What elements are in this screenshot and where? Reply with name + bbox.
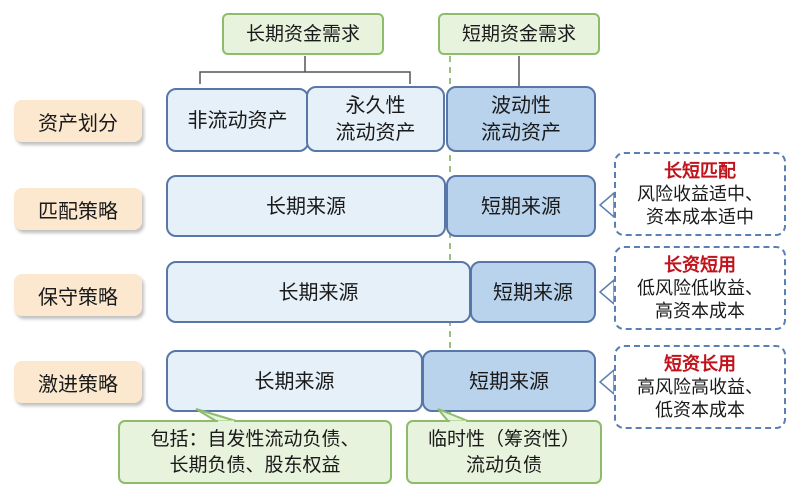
permanent-current-line-1: 永久性 xyxy=(345,93,406,117)
conservative-short-source-box: 短期来源 xyxy=(470,261,596,323)
temporary-callout-line-1: 临时性（筹资性） xyxy=(427,428,580,450)
long-term-demand-label: 长期资金需求 xyxy=(222,13,384,55)
aggressive-note: 短资长用 高风险高收益、 低资本成本 xyxy=(614,345,786,429)
aggressive-note-line-1: 高风险高收益、 xyxy=(637,376,763,398)
aggressive-note-title: 短资长用 xyxy=(664,353,736,375)
row-label-matching: 匹配策略 xyxy=(14,188,142,230)
row-label-conservative: 保守策略 xyxy=(14,274,142,316)
matching-short-source-box: 短期来源 xyxy=(446,175,596,237)
fluctuating-current-assets-box: 波动性 流动资产 xyxy=(446,86,596,152)
fluctuating-current-line-2: 流动资产 xyxy=(481,120,561,144)
long-source-callout: 包括：自发性流动负债、 长期负债、股东权益 xyxy=(118,420,392,484)
conservative-note-line-2: 高资本成本 xyxy=(655,300,745,322)
long-callout-pointer xyxy=(195,408,237,422)
permanent-current-line-2: 流动资产 xyxy=(335,120,416,144)
matching-long-source-box: 长期来源 xyxy=(166,175,446,237)
conservative-note-title: 长资短用 xyxy=(664,254,736,276)
long-term-brace xyxy=(199,56,411,84)
conservative-note: 长资短用 低风险低收益、 高资本成本 xyxy=(614,246,786,330)
aggressive-short-source-box: 短期来源 xyxy=(422,350,596,412)
aggressive-long-source-box: 长期来源 xyxy=(166,350,423,412)
long-source-callout-line-1: 包括：自发性流动负债、 xyxy=(150,428,360,450)
aggressive-note-line-2: 低资本成本 xyxy=(655,399,745,421)
matching-note-line-1: 风险收益适中、 xyxy=(637,183,763,205)
temporary-callout-line-2: 流动负债 xyxy=(465,454,542,476)
temporary-callout-pointer xyxy=(437,408,469,422)
conservative-long-source-box: 长期来源 xyxy=(166,261,471,323)
matching-note: 长短匹配 风险收益适中、 资本成本适中 xyxy=(614,152,786,236)
non-current-assets-box: 非流动资产 xyxy=(166,88,309,152)
long-source-callout-line-2: 长期负债、股东权益 xyxy=(169,454,341,476)
fluctuating-current-line-1: 波动性 xyxy=(491,93,551,117)
row-label-aggressive: 激进策略 xyxy=(14,361,142,403)
row-label-asset: 资产划分 xyxy=(14,100,142,142)
matching-note-title: 长短匹配 xyxy=(664,160,736,182)
temporary-liabilities-callout: 临时性（筹资性） 流动负债 xyxy=(406,420,602,484)
conservative-note-line-1: 低风险低收益、 xyxy=(637,277,763,299)
permanent-current-assets-box: 永久性 流动资产 xyxy=(306,86,445,152)
matching-note-line-2: 资本成本适中 xyxy=(646,206,754,228)
short-term-demand-label: 短期资金需求 xyxy=(438,13,600,55)
